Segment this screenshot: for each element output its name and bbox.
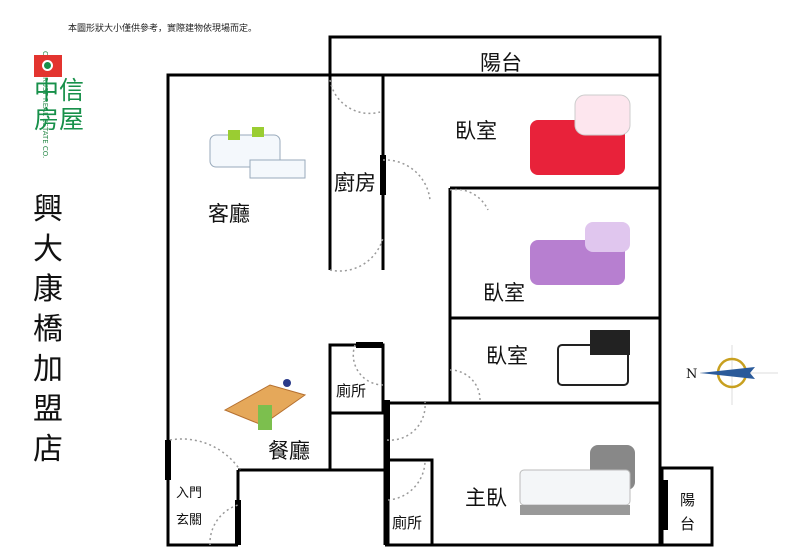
room-label-balcony: 陽台: [480, 51, 522, 75]
room-label-toilet: 廁所: [392, 514, 422, 532]
company-logo: CHINATRUST REAL ESTATE CO. 中信房屋: [18, 51, 98, 167]
room-label-toilet: 廁所: [336, 382, 366, 400]
sofa-icon: [209, 127, 306, 179]
bed-icon: [530, 222, 630, 285]
door-swings: [169, 79, 489, 546]
room-label-balcony: 陽台: [680, 491, 695, 533]
bed-icon: [557, 330, 630, 386]
store-name: 興大康橋加盟店: [33, 192, 63, 467]
bed-icon: [519, 445, 635, 515]
room-label-foyer: 玄關: [176, 513, 202, 528]
compass-north-label: N: [686, 367, 697, 382]
compass-icon: [700, 345, 778, 405]
bed-icon: [530, 94, 631, 175]
room-label-dining-room: 餐廳: [268, 439, 310, 463]
room-label-kitchen: 廚房: [334, 171, 376, 195]
disclaimer-note: 本圖形狀大小僅供參考，實際建物依現場而定。: [68, 24, 258, 34]
room-label-bedroom: 臥室: [486, 344, 528, 368]
logo-chinese-text: 中信房屋: [34, 76, 85, 134]
room-label-bedroom: 臥室: [455, 119, 497, 143]
room-label-master-bedroom: 主臥: [465, 486, 507, 510]
room-label-bedroom: 臥室: [483, 281, 525, 305]
wall-thick-segments: [165, 155, 668, 545]
room-label-living-room: 客廳: [208, 202, 250, 226]
logo-mark-icon: [34, 55, 62, 77]
dining-table-icon: [223, 379, 307, 430]
label-entrance: 入門: [176, 486, 202, 501]
